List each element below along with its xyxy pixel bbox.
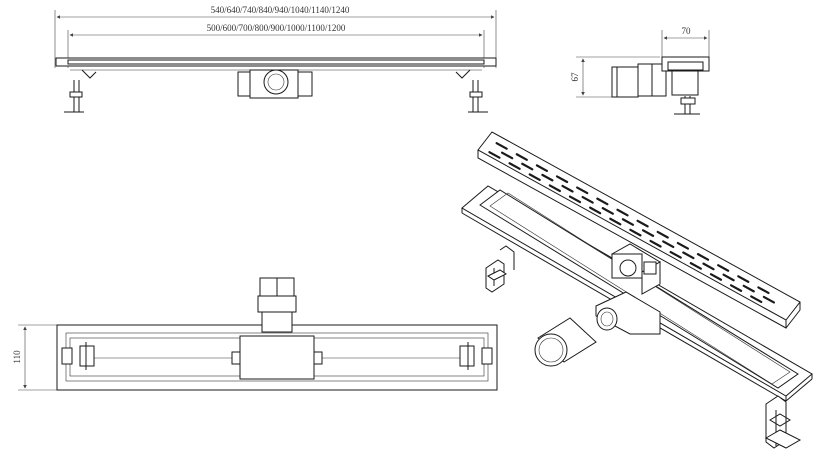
grate-slot bbox=[561, 184, 574, 193]
grate-slot bbox=[636, 219, 649, 228]
grate-slot bbox=[596, 197, 609, 206]
grate-slot bbox=[717, 264, 730, 272]
grate-slot bbox=[548, 184, 562, 193]
grate-slot bbox=[515, 153, 528, 161]
side-elevation-view: 70 67 bbox=[570, 26, 710, 115]
grate-slot bbox=[589, 206, 602, 215]
grate-slot bbox=[541, 173, 554, 182]
plan-width-dimension: 110 bbox=[12, 324, 60, 391]
grate-slot bbox=[528, 173, 541, 182]
right-end-clip bbox=[459, 342, 493, 370]
drain-channel bbox=[461, 185, 813, 402]
grate-slot bbox=[649, 239, 662, 248]
right-mounting-bracket bbox=[764, 395, 802, 449]
side-width-dimension: 70 bbox=[661, 26, 710, 58]
grate-slot bbox=[689, 262, 702, 270]
grate-slot bbox=[676, 241, 690, 250]
plan-width-label: 110 bbox=[12, 350, 22, 364]
grate-slot bbox=[656, 230, 669, 239]
grate-slot bbox=[729, 284, 743, 292]
front-elevation-view: 540/640/740/840/940/1040/1140/1240 500/6… bbox=[54, 5, 497, 113]
outlet-pipe bbox=[534, 307, 618, 367]
grate-slot bbox=[616, 208, 629, 217]
grate-slot bbox=[621, 218, 635, 226]
side-width-label: 70 bbox=[682, 26, 692, 36]
grate-slot bbox=[495, 142, 508, 150]
grate-slot bbox=[521, 162, 534, 171]
grate-slot bbox=[762, 295, 776, 304]
grate-slot bbox=[535, 164, 549, 173]
grate-slot bbox=[702, 262, 715, 271]
grate-slot bbox=[641, 229, 655, 237]
slotted-grate bbox=[477, 131, 801, 329]
grate-slot bbox=[601, 207, 614, 215]
grate-slot bbox=[737, 275, 750, 283]
grate-length-label: 500/600/700/800/900/1000/1100/1200 bbox=[207, 23, 346, 33]
grate-slot bbox=[555, 175, 569, 184]
grate-slot bbox=[750, 295, 763, 304]
isometric-view bbox=[461, 131, 813, 449]
grate-slot bbox=[757, 286, 770, 295]
left-mounting-bracket bbox=[485, 245, 515, 293]
grate-slot bbox=[508, 162, 521, 170]
overall-length-label: 540/640/740/840/940/1040/1140/1240 bbox=[211, 5, 350, 15]
side-height-label: 67 bbox=[570, 72, 580, 82]
grate-slot bbox=[629, 228, 642, 237]
left-end-clip bbox=[61, 342, 95, 370]
left-leg bbox=[64, 69, 97, 113]
grate-slot bbox=[722, 273, 735, 282]
grate-slot bbox=[581, 195, 594, 204]
plan-view: 110 bbox=[12, 277, 498, 391]
grate-slot bbox=[576, 186, 589, 195]
grate-slot bbox=[682, 251, 695, 260]
grate-slot bbox=[488, 151, 501, 159]
grate-slot bbox=[696, 253, 710, 261]
outlet-box bbox=[595, 243, 661, 335]
right-leg bbox=[455, 69, 488, 113]
grate-slot bbox=[669, 250, 682, 259]
grate-slot bbox=[662, 240, 675, 249]
grate-slot bbox=[742, 284, 755, 293]
grate-slot bbox=[709, 273, 723, 281]
grate-slot bbox=[500, 151, 514, 160]
grate-slot bbox=[568, 195, 582, 204]
grate-slot bbox=[609, 217, 622, 226]
